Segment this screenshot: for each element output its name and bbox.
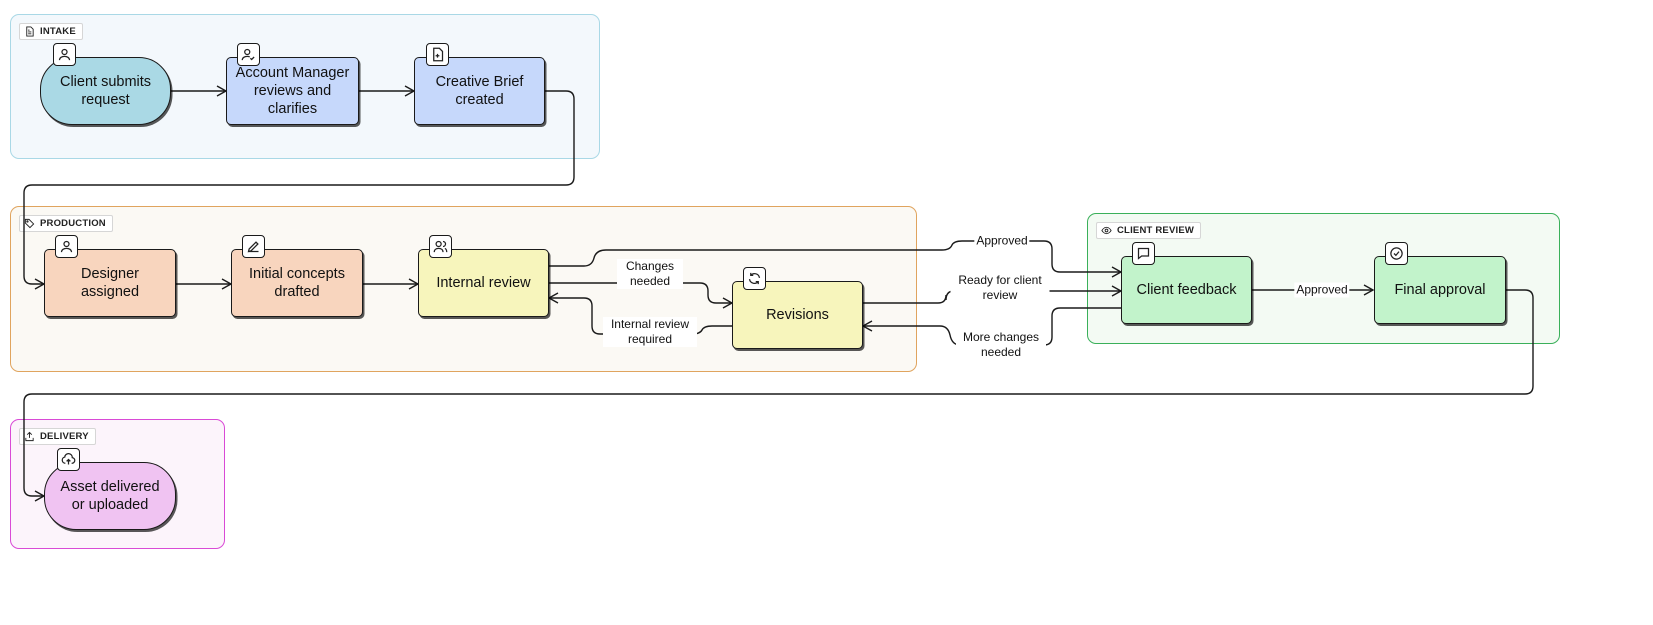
lane-tag-production: PRODUCTION xyxy=(19,215,113,232)
lane-label: DELIVERY xyxy=(40,431,89,442)
node-label: Initial concepts drafted xyxy=(249,266,345,300)
node-creative-brief[interactable]: Creative Brief created xyxy=(414,57,545,125)
node-revisions[interactable]: Revisions xyxy=(732,281,863,349)
edge-final-to-delivery xyxy=(23,289,1534,502)
node-label: Asset delivered or uploaded xyxy=(60,479,160,513)
node-client-feedback[interactable]: Client feedback xyxy=(1121,256,1252,324)
node-client-submits[interactable]: Client submits request xyxy=(40,57,171,125)
edge-brief-to-designer xyxy=(23,90,575,290)
check-circle-icon xyxy=(1385,242,1408,265)
node-label: Client submits request xyxy=(59,74,152,108)
pencil-icon xyxy=(242,235,265,258)
node-designer-assigned[interactable]: Designer assigned xyxy=(44,249,176,317)
node-initial-concepts[interactable]: Initial concepts drafted xyxy=(231,249,363,317)
node-label: Client feedback xyxy=(1136,282,1237,298)
user-icon xyxy=(55,235,78,258)
node-label: Account Manager reviews and clarifies xyxy=(235,65,350,117)
edge-internal-to-client-approved xyxy=(549,240,1123,278)
user-icon xyxy=(53,43,76,66)
edge-label-internal-review-required: Internal review required xyxy=(603,317,697,347)
refresh-icon xyxy=(743,267,766,290)
edge-label-ready-for-client: Ready for client review xyxy=(950,273,1050,303)
lane-label: INTAKE xyxy=(40,26,76,37)
edge-label-approved: Approved xyxy=(974,233,1030,249)
edge-revisions-to-internal xyxy=(547,292,732,335)
cloud-upload-icon xyxy=(57,448,80,471)
node-label: Final approval xyxy=(1394,282,1486,298)
edge-label-approved-final: Approved xyxy=(1294,282,1350,298)
node-label: Internal review xyxy=(436,275,531,291)
user-check-icon xyxy=(237,43,260,66)
node-account-manager[interactable]: Account Manager reviews and clarifies xyxy=(226,57,359,125)
users-icon xyxy=(429,235,452,258)
node-final-approval[interactable]: Final approval xyxy=(1374,256,1506,324)
edge-label-more-changes: More changes needed xyxy=(956,330,1046,360)
edge-internal-to-revisions xyxy=(549,282,734,309)
lane-label: PRODUCTION xyxy=(40,218,106,229)
node-internal-review[interactable]: Internal review xyxy=(418,249,549,317)
lane-tag-intake: INTAKE xyxy=(19,23,83,40)
edge-label-changes-needed: Changes needed xyxy=(617,259,683,289)
lane-tag-delivery: DELIVERY xyxy=(19,428,96,445)
message-icon xyxy=(1132,242,1155,265)
node-label: Designer assigned xyxy=(80,266,140,300)
file-plus-icon xyxy=(426,43,449,66)
document-icon xyxy=(26,26,34,37)
node-label: Creative Brief created xyxy=(435,74,524,108)
lane-tag-client-review: CLIENT REVIEW xyxy=(1096,222,1202,239)
eye-icon xyxy=(1101,226,1112,235)
upload-icon xyxy=(25,431,34,442)
node-label: Revisions xyxy=(766,307,829,323)
tag-icon xyxy=(24,218,35,229)
node-asset-delivered[interactable]: Asset delivered or uploaded xyxy=(44,462,176,530)
lane-label: CLIENT REVIEW xyxy=(1117,225,1195,236)
